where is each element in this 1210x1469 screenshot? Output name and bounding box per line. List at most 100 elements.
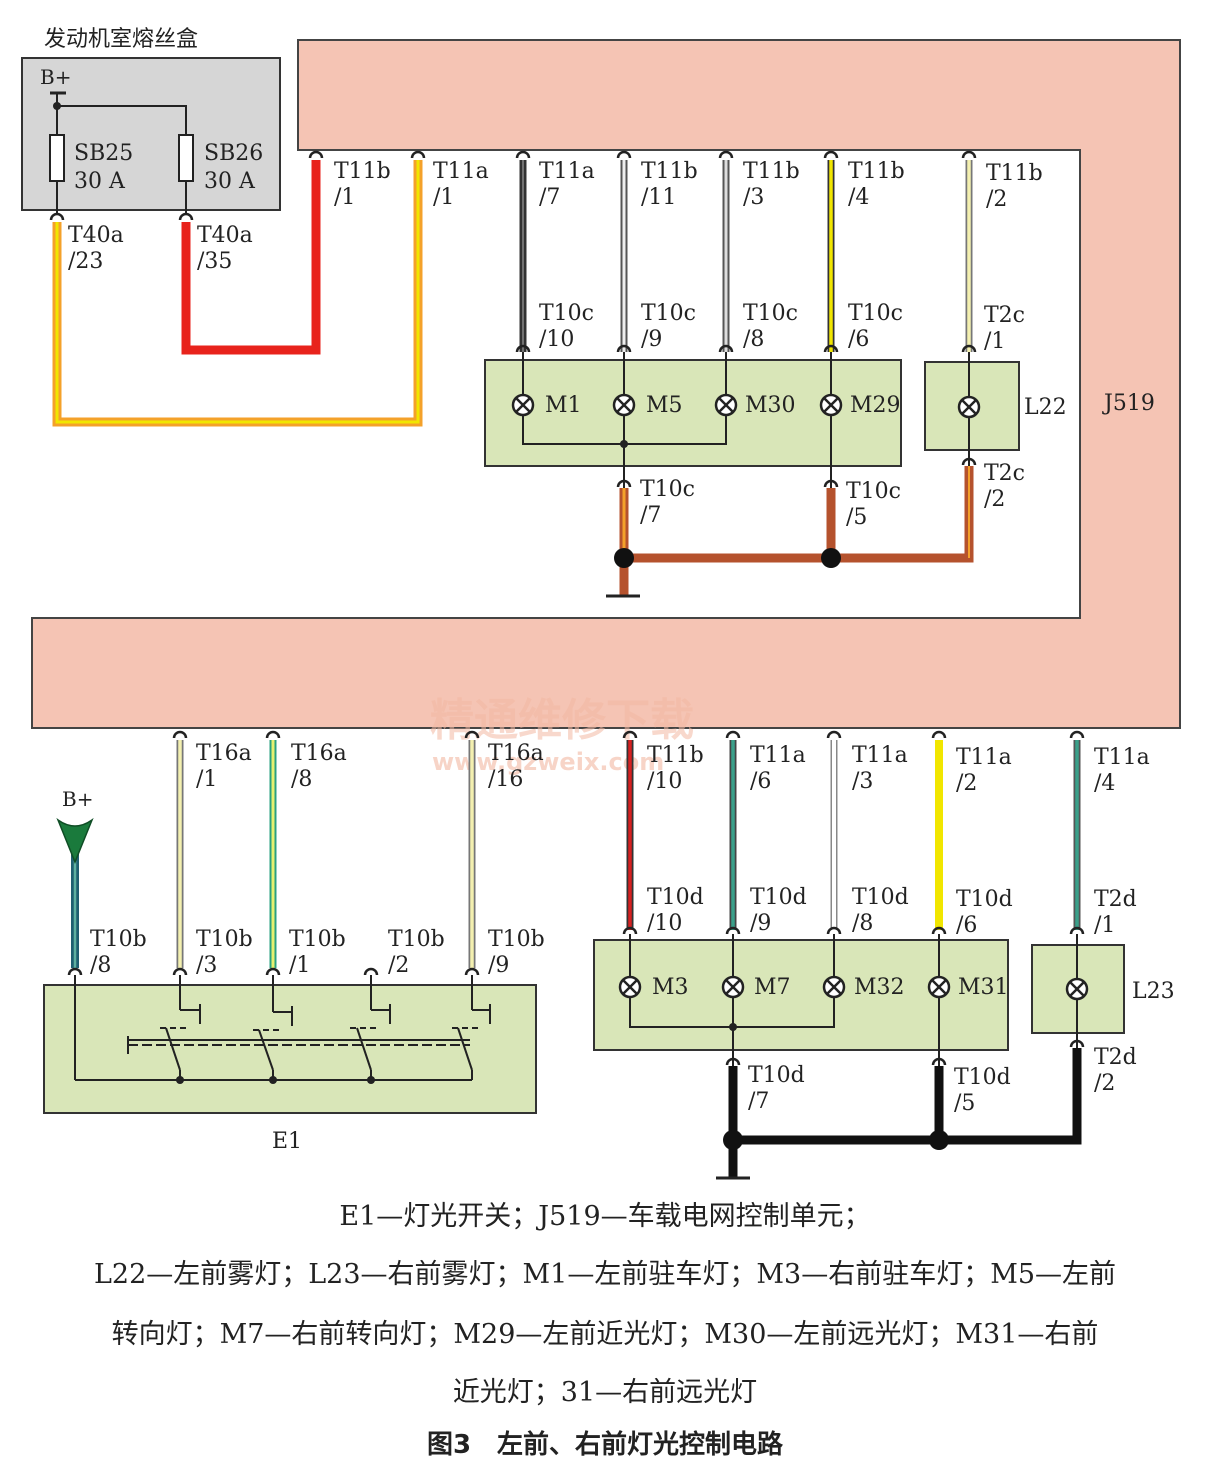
pin-label: T10b xyxy=(388,927,445,952)
pin-label: /6 xyxy=(750,769,771,794)
pin-label: T11a xyxy=(852,743,908,768)
pin-label: /1 xyxy=(289,953,310,978)
pin-label: T10d xyxy=(647,885,704,910)
pin-label: /9 xyxy=(488,953,509,978)
pin-label: T10d xyxy=(750,885,807,910)
pin-label: /7 xyxy=(539,185,560,210)
j519-upper-block xyxy=(31,39,1181,729)
pin-label: T2c xyxy=(984,303,1025,328)
pin-label: T10d xyxy=(852,885,909,910)
lamp-m7-icon xyxy=(721,975,745,999)
pin-label: /2 xyxy=(388,953,409,978)
pin-label: T11b xyxy=(647,743,704,768)
pin-label: /3 xyxy=(196,953,217,978)
lamp-l23-label: L23 xyxy=(1132,979,1175,1004)
pin-label: /11 xyxy=(641,185,676,210)
lamp-m5-label: M5 xyxy=(646,393,683,418)
lamp-m30-icon xyxy=(714,393,738,417)
upper-pin-labels: T40a /23 T40a /35 T11b /1 T11a /1 T11a /… xyxy=(68,159,1043,530)
pin-label: T10d xyxy=(954,1065,1011,1090)
watermark-line1: 精通维修下载 xyxy=(430,695,694,746)
caption-line-2: L22—左前雾灯；L23—右前雾灯；M1—左前驻车灯；M3—右前驻车灯；M5—左… xyxy=(93,1259,1117,1290)
pin-label: T10b xyxy=(488,927,545,952)
pin-label: T10c xyxy=(848,301,903,326)
pin-label: T10b xyxy=(196,927,253,952)
lamp-l22-icon xyxy=(957,395,981,419)
fuse-box-bplus: B+ xyxy=(40,65,71,89)
pin-label: /7 xyxy=(748,1089,769,1114)
pin-label: /3 xyxy=(743,185,764,210)
pin-label: T11b xyxy=(743,159,800,184)
j519-label: J519 xyxy=(1102,391,1155,416)
lamp-m3-label: M3 xyxy=(652,975,689,1000)
pin-label: T16a xyxy=(196,741,252,766)
fuse-box-title: 发动机室熔丝盒 xyxy=(44,27,198,52)
pin-label: T11a xyxy=(433,159,489,184)
pin-label: /5 xyxy=(846,505,867,530)
pin-label: T11b xyxy=(641,159,698,184)
lamp-l23-icon xyxy=(1065,977,1089,1001)
pin-label: /10 xyxy=(539,327,574,352)
pin-label: /1 xyxy=(984,329,1005,354)
fuse-sb26-rating: 30 A xyxy=(204,169,256,194)
lamp-m29-label: M29 xyxy=(850,393,901,418)
figure-title: 图3 左前、右前灯光控制电路 xyxy=(426,1430,784,1460)
pin-label: T16a xyxy=(291,741,347,766)
lamp-m3-icon xyxy=(618,975,642,999)
pin-label: /1 xyxy=(196,767,217,792)
pin-label: T11a xyxy=(539,159,595,184)
pin-label: /9 xyxy=(750,911,771,936)
pin-label: /6 xyxy=(848,327,869,352)
pin-label: T11b xyxy=(848,159,905,184)
e1-label: E1 xyxy=(272,1129,302,1154)
pin-label: /2 xyxy=(1094,1071,1115,1096)
fuse-sb26-name: SB26 xyxy=(204,141,263,166)
pin-label: /8 xyxy=(291,767,312,792)
pin-label: /1 xyxy=(433,185,454,210)
pin-label: T10c xyxy=(743,301,798,326)
pin-label: T40a xyxy=(197,223,253,248)
pin-label: /1 xyxy=(334,185,355,210)
pin-label: /8 xyxy=(90,953,111,978)
fuse-sb26-icon xyxy=(178,134,194,182)
pin-label: /8 xyxy=(852,911,873,936)
lamp-m5-icon xyxy=(612,393,636,417)
pin-label: /10 xyxy=(647,769,682,794)
pin-label: T10c xyxy=(641,301,696,326)
pin-label: /2 xyxy=(984,487,1005,512)
lamp-m30-label: M30 xyxy=(745,393,796,418)
pin-label: /16 xyxy=(488,767,523,792)
pin-label: /8 xyxy=(743,327,764,352)
pin-label: /2 xyxy=(986,187,1007,212)
pin-label: T11a xyxy=(1094,745,1150,770)
pin-label: /1 xyxy=(1094,913,1115,938)
lamp-m31-label: M31 xyxy=(958,975,1009,1000)
pin-label: /4 xyxy=(848,185,869,210)
pin-label: T11b xyxy=(334,159,391,184)
fuse-sb25-icon xyxy=(49,134,65,182)
wire-t40a-35 xyxy=(181,160,321,355)
pin-label: /23 xyxy=(68,249,103,274)
lamp-m7-label: M7 xyxy=(754,975,791,1000)
pin-label: T2c xyxy=(984,461,1025,486)
pin-label: T16a xyxy=(488,741,544,766)
pin-label: /2 xyxy=(956,771,977,796)
light-switch-module xyxy=(43,984,537,1114)
caption-line-1: E1—灯光开关；J519—车载电网控制单元； xyxy=(339,1201,871,1232)
pin-label: T2d xyxy=(1094,1045,1137,1070)
pin-label: T10c xyxy=(539,301,594,326)
caption-line-3: 转向灯；M7—右前转向灯；M29—左前近光灯；M30—左前远光灯；M31—右前 xyxy=(111,1319,1099,1350)
pin-label: T10c xyxy=(846,479,901,504)
pin-label: T10c xyxy=(640,477,695,502)
pin-label: /9 xyxy=(641,327,662,352)
pin-label: T11a xyxy=(750,743,806,768)
lamp-m1-label: M1 xyxy=(545,393,582,418)
lamp-m31-icon xyxy=(927,975,951,999)
lamp-m29-icon xyxy=(819,393,843,417)
pin-label: T10d xyxy=(956,887,1013,912)
lower-pin-labels: T16a /1 T16a /8 T16a /16 T11b /10 T11a /… xyxy=(90,741,1150,1116)
pin-label: /10 xyxy=(647,911,682,936)
pin-label: /3 xyxy=(852,769,873,794)
pin-label: T10d xyxy=(748,1063,805,1088)
pin-label: T11b xyxy=(986,161,1043,186)
